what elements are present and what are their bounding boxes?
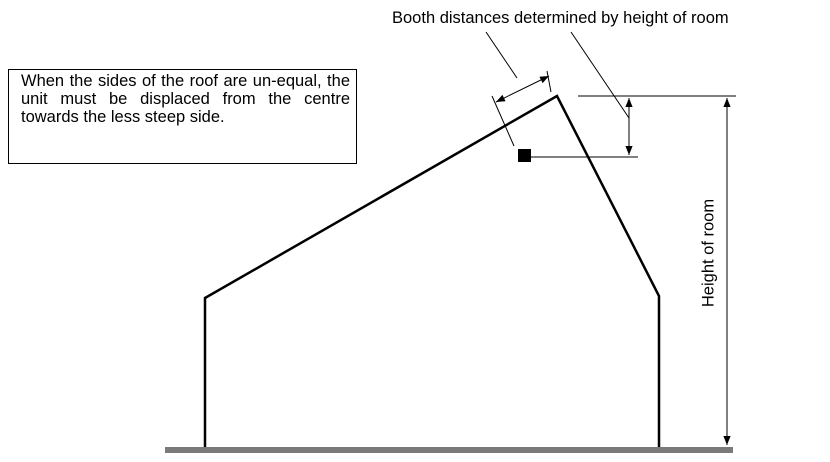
perpendicular-extension-upper (546, 70, 552, 93)
label-leader-1 (485, 31, 518, 79)
label-leader-2 (570, 31, 630, 119)
building-outline (203, 94, 661, 447)
unit-marker (518, 149, 531, 162)
perpendicular-distance-arrow (495, 75, 550, 103)
perpendicular-extension-lower (491, 95, 515, 147)
booth-distances-label: Booth distances determined by height of … (392, 9, 729, 27)
height-of-room-label: Height of room (699, 198, 718, 308)
floor-line (165, 447, 733, 453)
instruction-note-box: When the sides of the roof are un-equal,… (8, 69, 357, 164)
